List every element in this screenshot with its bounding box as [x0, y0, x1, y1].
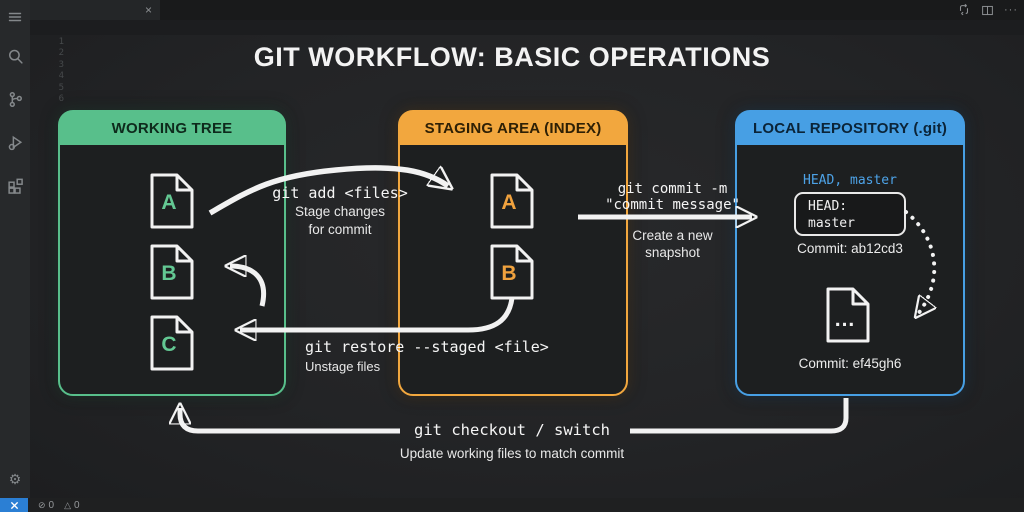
line-number: 4: [58, 71, 64, 82]
git-commit-caption-line1: Create a new: [632, 228, 713, 243]
line-number: 6: [58, 93, 64, 104]
git-commit-caption: Create a new snapshot: [580, 227, 765, 261]
menu-icon[interactable]: [0, 2, 30, 32]
git-add-caption: Stage changes for commit: [240, 203, 440, 239]
file-letter: B: [161, 262, 177, 285]
sync-icon[interactable]: [957, 3, 971, 17]
snapshot-file-icon: ...: [824, 286, 872, 344]
git-commit-command-line1: git commit -m: [617, 181, 728, 197]
extensions-icon[interactable]: [0, 170, 30, 200]
run-debug-icon[interactable]: [0, 127, 30, 157]
gear-icon[interactable]: ⚙: [8, 470, 22, 487]
line-number: 3: [58, 59, 64, 70]
file-icon-a-staging: A: [488, 172, 536, 230]
file-letter: C: [161, 333, 177, 356]
tab-bar: × ···: [30, 0, 1024, 20]
git-add-command: git add <files>: [272, 184, 408, 202]
git-commit-caption-line2: snapshot: [645, 245, 700, 260]
head-box-line1: HEAD:: [808, 199, 848, 214]
working-tree-header: WORKING TREE: [59, 111, 285, 145]
file-icon-b-staging: B: [488, 243, 536, 301]
document-icon: [150, 315, 194, 371]
document-icon: [150, 173, 194, 229]
file-letter: B: [501, 262, 517, 285]
document-icon: [150, 244, 194, 300]
git-commit-command-line2: "commit message": [605, 197, 740, 213]
git-add-caption-line1: Stage changes: [294, 204, 386, 219]
source-control-icon[interactable]: [0, 84, 30, 114]
working-tree-card: WORKING TREE: [58, 110, 286, 396]
git-checkout-command: git checkout / switch: [414, 421, 610, 439]
split-editor-icon[interactable]: [981, 4, 994, 17]
commit-hash-top: Commit: ab12cd3: [797, 241, 903, 256]
close-icon[interactable]: ×: [144, 3, 152, 17]
warnings-status[interactable]: △ 0: [64, 500, 79, 511]
staging-area-card: STAGING AREA (INDEX): [398, 110, 628, 396]
file-letter: A: [161, 191, 177, 214]
head-master-ref-label: HEAD, master: [803, 173, 897, 188]
file-letter: A: [501, 191, 517, 214]
file-icon-c-working: C: [148, 314, 196, 372]
git-commit-command: git commit -m "commit message": [580, 181, 765, 213]
error-icon: ⊘: [38, 499, 46, 510]
file-icon-b-working: B: [148, 243, 196, 301]
search-icon[interactable]: [0, 41, 30, 71]
warning-icon: △: [64, 499, 72, 510]
activity-bar: ⚙: [0, 0, 30, 498]
head-box-line2: master: [808, 216, 855, 231]
editor-actions: ···: [957, 0, 1018, 20]
git-checkout-caption: Update working files to match commit: [399, 446, 625, 461]
local-repo-header: LOCAL REPOSITORY (.git): [736, 111, 964, 145]
head-pointer-box: HEAD: master: [794, 192, 906, 236]
more-actions-icon[interactable]: ···: [1004, 4, 1018, 16]
document-icon: [490, 173, 534, 229]
document-icon: [826, 287, 870, 343]
diagram-title: GIT WORKFLOW: BASIC OPERATIONS: [253, 42, 771, 72]
line-number: 5: [58, 82, 64, 93]
line-number: 1: [58, 37, 64, 47]
snapshot-dots: ...: [834, 308, 856, 331]
warning-count: 0: [74, 499, 80, 511]
error-count: 0: [48, 499, 55, 511]
status-bar: ⊘ 0 △ 0: [0, 498, 1024, 512]
remote-indicator[interactable]: [0, 498, 28, 512]
git-add-caption-line2: for commit: [308, 222, 372, 237]
file-icon-a-working: A: [148, 172, 196, 230]
editor-tab[interactable]: ×: [30, 0, 160, 20]
breadcrumb-strip: [30, 20, 1024, 35]
line-number-gutter: 1 2 3 4 5 6: [48, 37, 64, 105]
document-icon: [490, 244, 534, 300]
line-number: 2: [58, 48, 64, 59]
remote-icon: [10, 501, 18, 509]
errors-status[interactable]: ⊘ 0: [38, 500, 54, 511]
staging-area-header: STAGING AREA (INDEX): [399, 111, 627, 145]
commit-hash-bottom: Commit: ef45gh6: [798, 356, 902, 371]
git-restore-caption: Unstage files: [305, 359, 381, 374]
git-restore-command: git restore --staged <file>: [305, 338, 549, 356]
